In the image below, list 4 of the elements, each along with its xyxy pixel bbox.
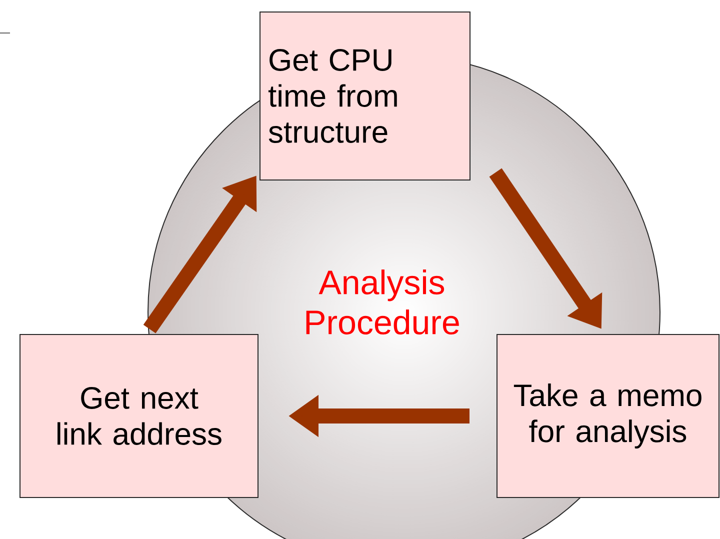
process-box: Take a memo for analysis (496, 334, 720, 498)
center-title: Analysis Procedure (306, 270, 459, 334)
process-box: Get CPU time from structure (260, 12, 470, 180)
process-box: Get next link address (20, 334, 258, 498)
